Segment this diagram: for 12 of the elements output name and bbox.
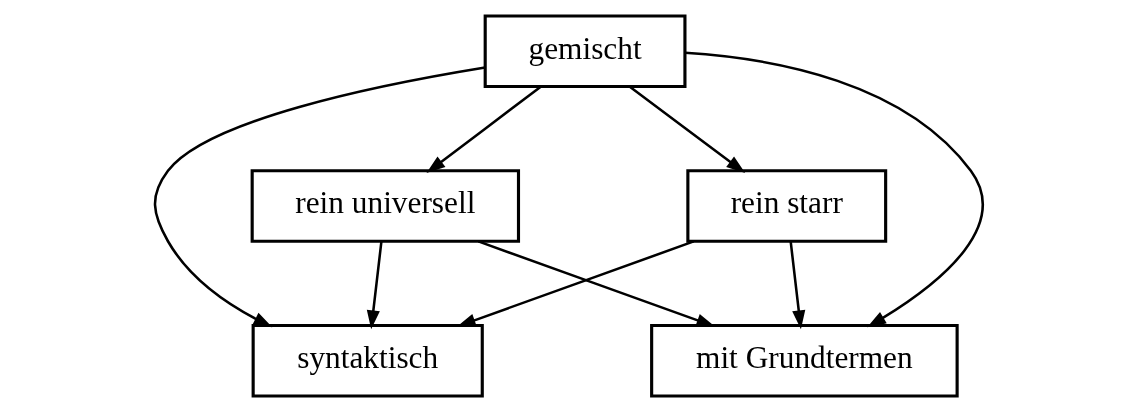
node-box: gemischt <box>483 14 686 89</box>
node-box: mit Grundtermen <box>649 323 959 398</box>
arrow <box>684 51 984 328</box>
arrow <box>366 241 383 330</box>
arrow <box>425 85 541 173</box>
arrow <box>153 66 485 328</box>
node-box: rein universell <box>250 169 520 243</box>
arrow <box>477 240 715 327</box>
node-box: syntaktisch <box>251 323 484 398</box>
node-box: rein starr <box>685 169 887 243</box>
arrow <box>628 85 745 173</box>
arrow <box>788 241 805 330</box>
